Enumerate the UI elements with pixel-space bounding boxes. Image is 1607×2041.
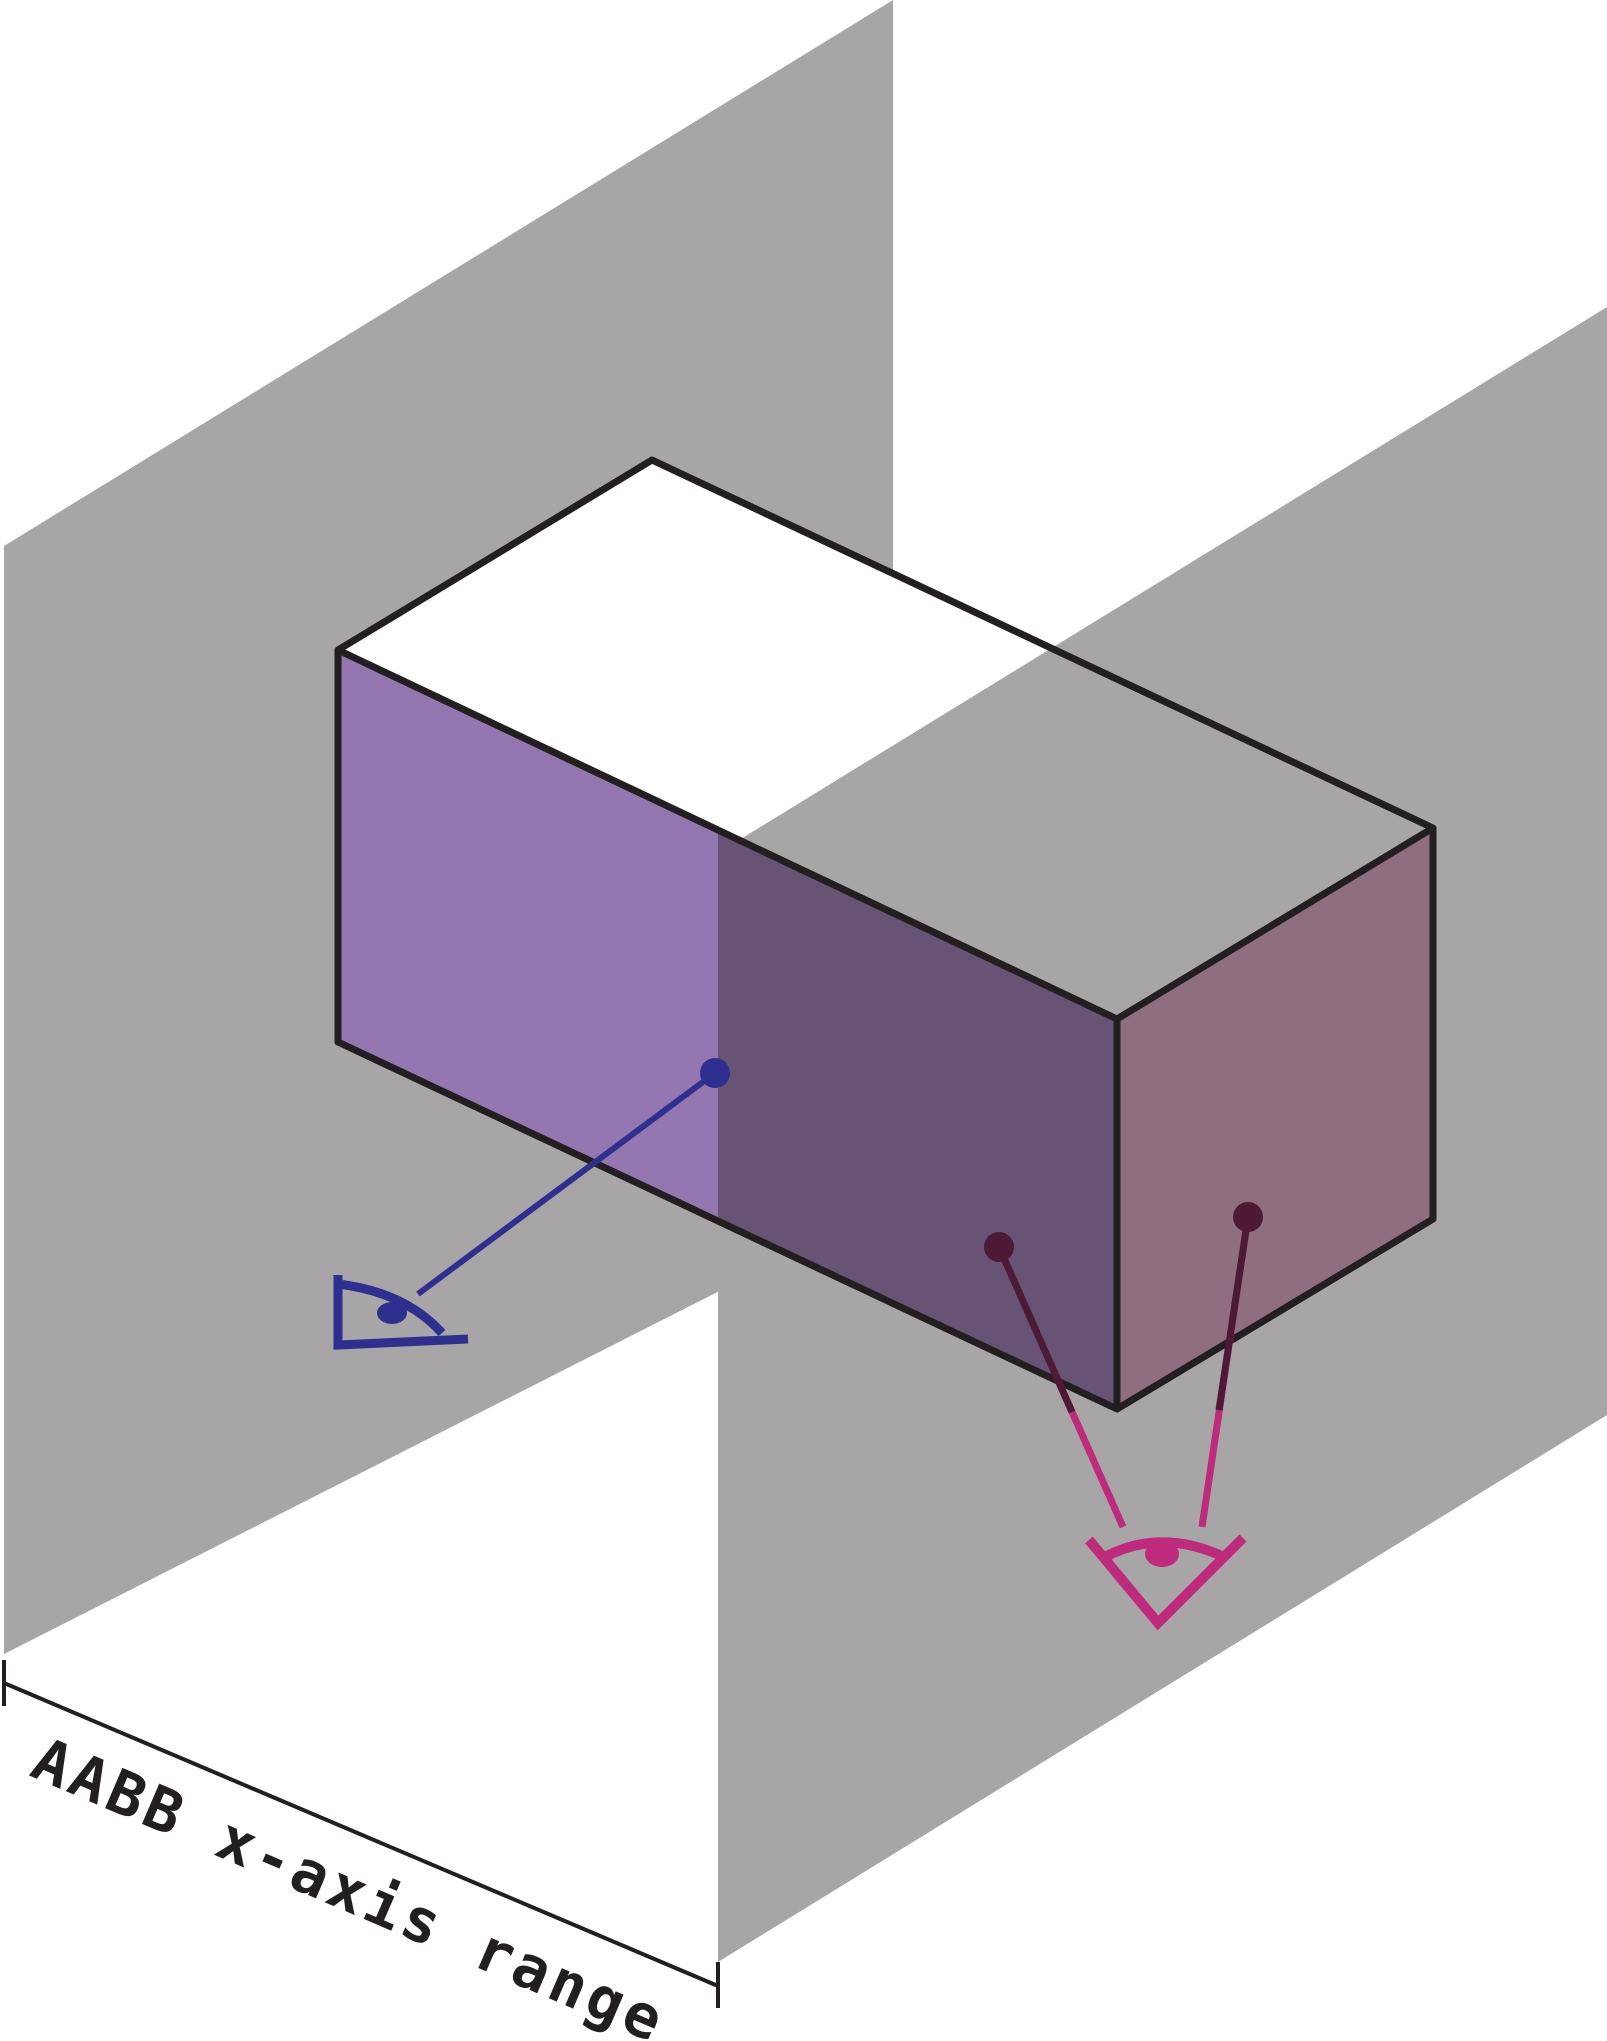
viewer-left-hit-point <box>700 1058 730 1088</box>
eye-icon <box>1085 1534 1247 1631</box>
range-label: AABB x-axis range <box>22 1724 677 2041</box>
box-outline <box>334 456 1437 1413</box>
range-dimension <box>2 1660 720 2008</box>
viewer-right-front-hit-point <box>984 1232 1014 1262</box>
viewer-left-ray <box>416 1070 717 1297</box>
eye-icon <box>333 1275 469 1350</box>
viewer-right-side-hit-point <box>1233 1202 1263 1232</box>
viewer-right-ray-front-occluded <box>995 1245 1076 1414</box>
viewer-right-ray-side-occluded <box>1215 1216 1252 1411</box>
